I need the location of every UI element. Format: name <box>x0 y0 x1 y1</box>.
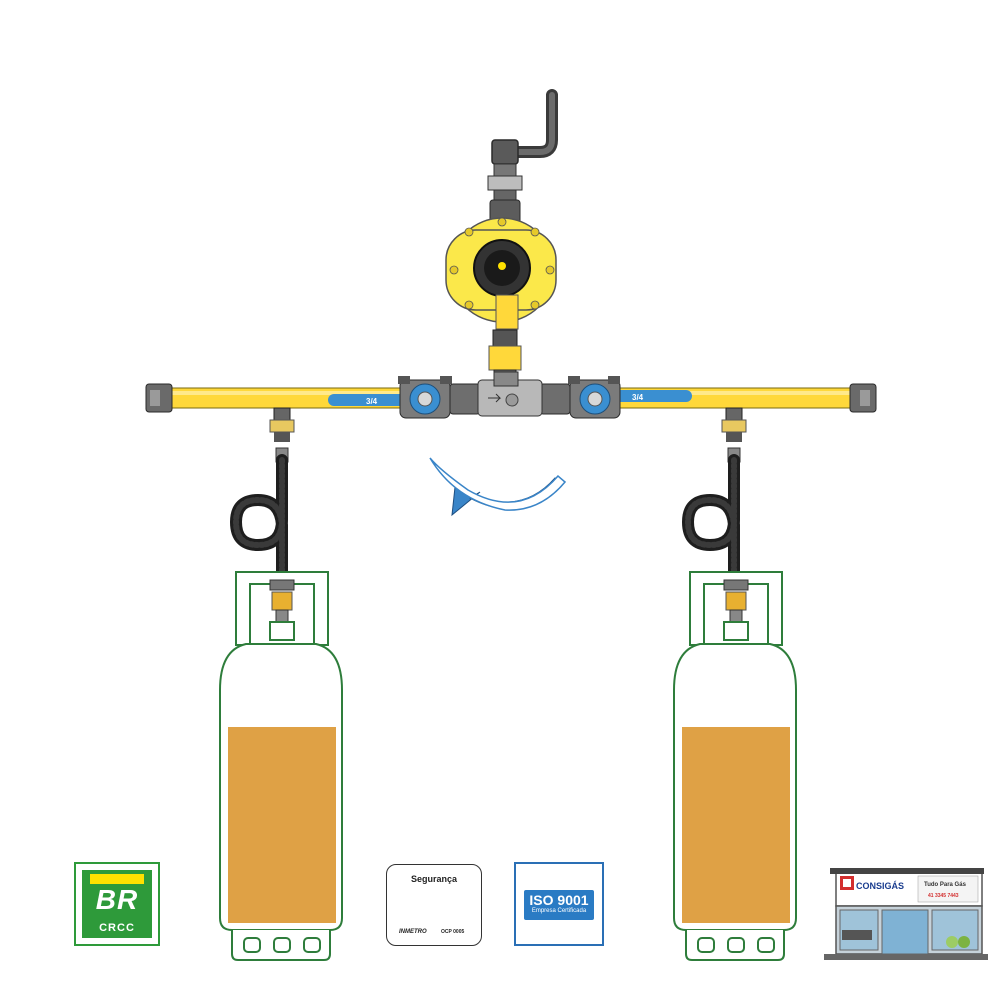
central-tee-fitting <box>449 371 571 417</box>
gas-cylinder-left <box>219 571 343 961</box>
inmetro-caption: INMETRO <box>399 929 427 935</box>
iso-logo-text: ISO 9001 <box>529 892 589 908</box>
inmetro-title: Segurança <box>410 874 458 884</box>
changeover-arrow <box>429 457 567 517</box>
store-tagline: Tudo Para Gás <box>924 882 966 888</box>
store-phone: 41 3345 7443 <box>928 893 959 899</box>
iso-logo-subtext: Empresa Certificada <box>531 908 587 914</box>
end-cap-right <box>849 383 877 413</box>
gas-cylinder-right <box>673 571 797 961</box>
pigtail-connector-right <box>721 407 747 463</box>
store-front-illustration <box>824 868 988 960</box>
outlet-elbow-pipe <box>491 89 558 165</box>
br-crcc-logo: BR CRCC <box>74 862 160 946</box>
regulator-outlet-fitting <box>487 163 523 225</box>
store-name: CONSIGÁS <box>856 881 905 891</box>
pigtail-connector-left <box>269 407 295 463</box>
ball-valve-left <box>398 376 452 419</box>
inmetro-security-logo: Segurança INMETRO OCP 0005 <box>386 864 482 946</box>
pipe-size-label-right: 3/4 <box>632 393 644 402</box>
pigtail-hose-left <box>229 454 288 586</box>
gas-regulator <box>445 217 557 330</box>
pigtail-hose-right <box>681 454 740 586</box>
crcc-logo-text: CRCC <box>99 922 135 934</box>
gas-level-fill-right <box>682 727 790 923</box>
end-cap-left <box>145 383 173 413</box>
iso-9001-logo: ISO 9001 Empresa Certificada <box>514 862 604 946</box>
gas-level-fill-left <box>228 727 336 923</box>
ocp-caption: OCP 0005 <box>441 929 465 935</box>
br-logo-text: BR <box>95 884 139 915</box>
ball-valve-right <box>568 376 621 419</box>
manifold-pipe-left <box>169 387 412 409</box>
pipe-size-label-left: 3/4 <box>366 397 378 406</box>
